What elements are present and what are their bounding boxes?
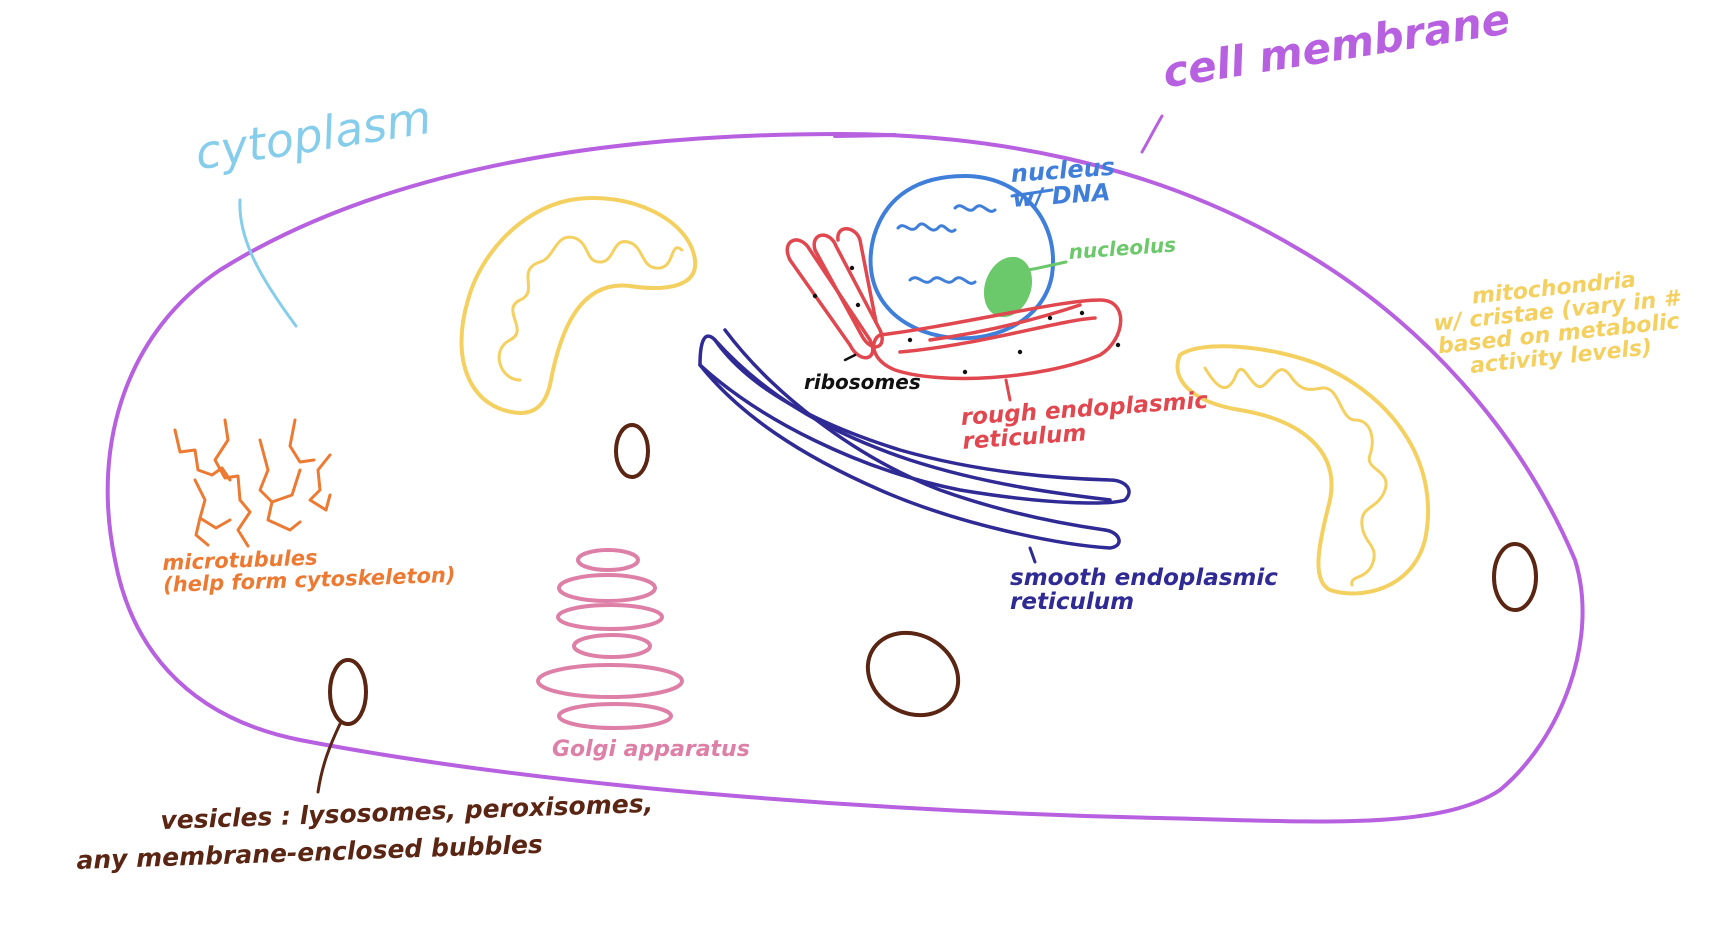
label-smooth-er: smooth endoplasmic reticulum <box>1010 565 1278 616</box>
label-golgi: Golgi apparatus <box>552 737 750 762</box>
ribosomes-leader <box>843 353 857 362</box>
nucleolus-leader <box>1026 260 1068 272</box>
rough-er-leader <box>1004 378 1012 402</box>
label-nucleus: nucleus w/ DNA <box>1009 152 1116 214</box>
mitochondrion-right <box>1175 344 1431 596</box>
cell-membrane-outline <box>105 132 1585 824</box>
rough-er <box>785 227 1123 381</box>
cell-membrane-leader <box>1140 114 1164 154</box>
ribosome-dots <box>812 265 1121 375</box>
smooth-er-leader <box>1028 546 1037 564</box>
cell-membrane-mark <box>833 133 897 138</box>
microtubules <box>173 418 332 548</box>
mitochondrion-left <box>459 196 698 415</box>
golgi-apparatus <box>536 548 684 730</box>
smooth-er <box>698 328 1131 550</box>
vesicle-leader <box>316 722 342 794</box>
nucleus <box>868 174 1055 341</box>
label-ribosomes: ribosomes <box>804 370 921 394</box>
cytoplasm-leader <box>238 198 298 328</box>
nucleolus <box>983 256 1033 318</box>
label-microtubules: microtubules (help form cytoskeleton) <box>161 545 456 598</box>
vesicles <box>328 423 1538 726</box>
